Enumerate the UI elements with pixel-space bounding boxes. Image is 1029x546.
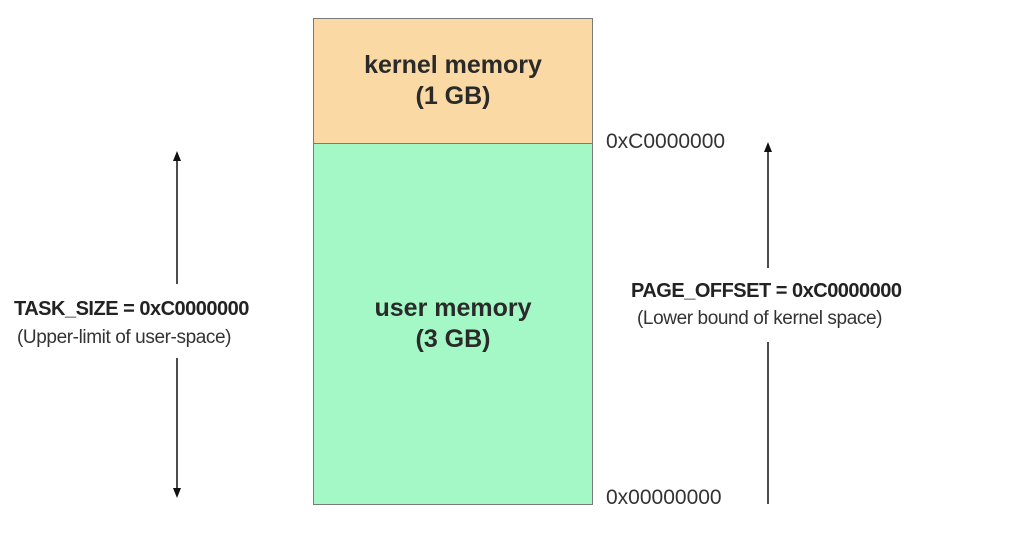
arrow-down-head — [173, 488, 181, 498]
kernel-memory-title: kernel memory — [364, 51, 542, 79]
page-offset-label: PAGE_OFFSET = 0xC0000000 — [631, 280, 902, 302]
kernel-memory-block: kernel memory (1 GB) — [313, 18, 593, 144]
kernel-memory-size: (1 GB) — [415, 82, 491, 110]
user-memory-size: (3 GB) — [415, 325, 491, 353]
task-size-label: TASK_SIZE = 0xC0000000 — [14, 298, 249, 320]
page-offset-note: (Lower bound of kernel space) — [637, 308, 883, 329]
task-size-arrow — [173, 151, 181, 498]
user-memory-block: user memory (3 GB) — [313, 143, 593, 505]
address-bottom-label: 0x00000000 — [606, 486, 722, 509]
user-memory-title: user memory — [374, 294, 532, 322]
arrow-up-head — [764, 142, 772, 152]
page-offset-arrow — [764, 142, 772, 504]
arrow-up-head — [173, 151, 181, 161]
task-size-note: (Upper-limit of user-space) — [17, 327, 232, 348]
address-top-label: 0xC0000000 — [606, 130, 726, 153]
